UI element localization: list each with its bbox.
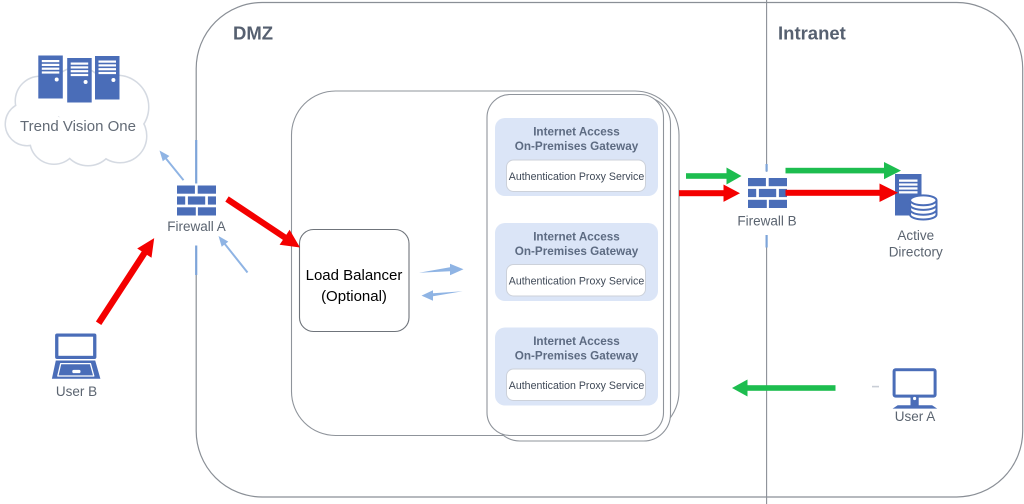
svg-text:On-Premises Gateway: On-Premises Gateway xyxy=(515,350,639,363)
svg-text:DMZ: DMZ xyxy=(233,23,273,44)
svg-text:(Optional): (Optional) xyxy=(321,288,387,305)
svg-text:Load Balancer: Load Balancer xyxy=(306,267,403,284)
svg-text:Internet Access: Internet Access xyxy=(533,126,620,139)
svg-text:Firewall B: Firewall B xyxy=(737,214,796,229)
svg-text:Intranet: Intranet xyxy=(778,23,846,44)
svg-text:Authentication Proxy Service: Authentication Proxy Service xyxy=(509,380,645,392)
svg-text:User B: User B xyxy=(56,384,97,399)
svg-text:User A: User A xyxy=(895,409,936,424)
svg-text:Authentication Proxy Service: Authentication Proxy Service xyxy=(509,276,645,288)
svg-text:Firewall A: Firewall A xyxy=(167,219,226,234)
svg-text:On-Premises Gateway: On-Premises Gateway xyxy=(515,245,639,258)
svg-text:Trend Vision One: Trend Vision One xyxy=(20,118,136,135)
svg-text:Authentication Proxy Service: Authentication Proxy Service xyxy=(509,171,645,183)
svg-text:Internet Access: Internet Access xyxy=(533,231,620,244)
svg-text:On-Premises Gateway: On-Premises Gateway xyxy=(515,140,639,153)
svg-text:Directory: Directory xyxy=(889,245,943,260)
svg-text:Active: Active xyxy=(897,228,934,243)
svg-text:Internet Access: Internet Access xyxy=(533,335,620,348)
